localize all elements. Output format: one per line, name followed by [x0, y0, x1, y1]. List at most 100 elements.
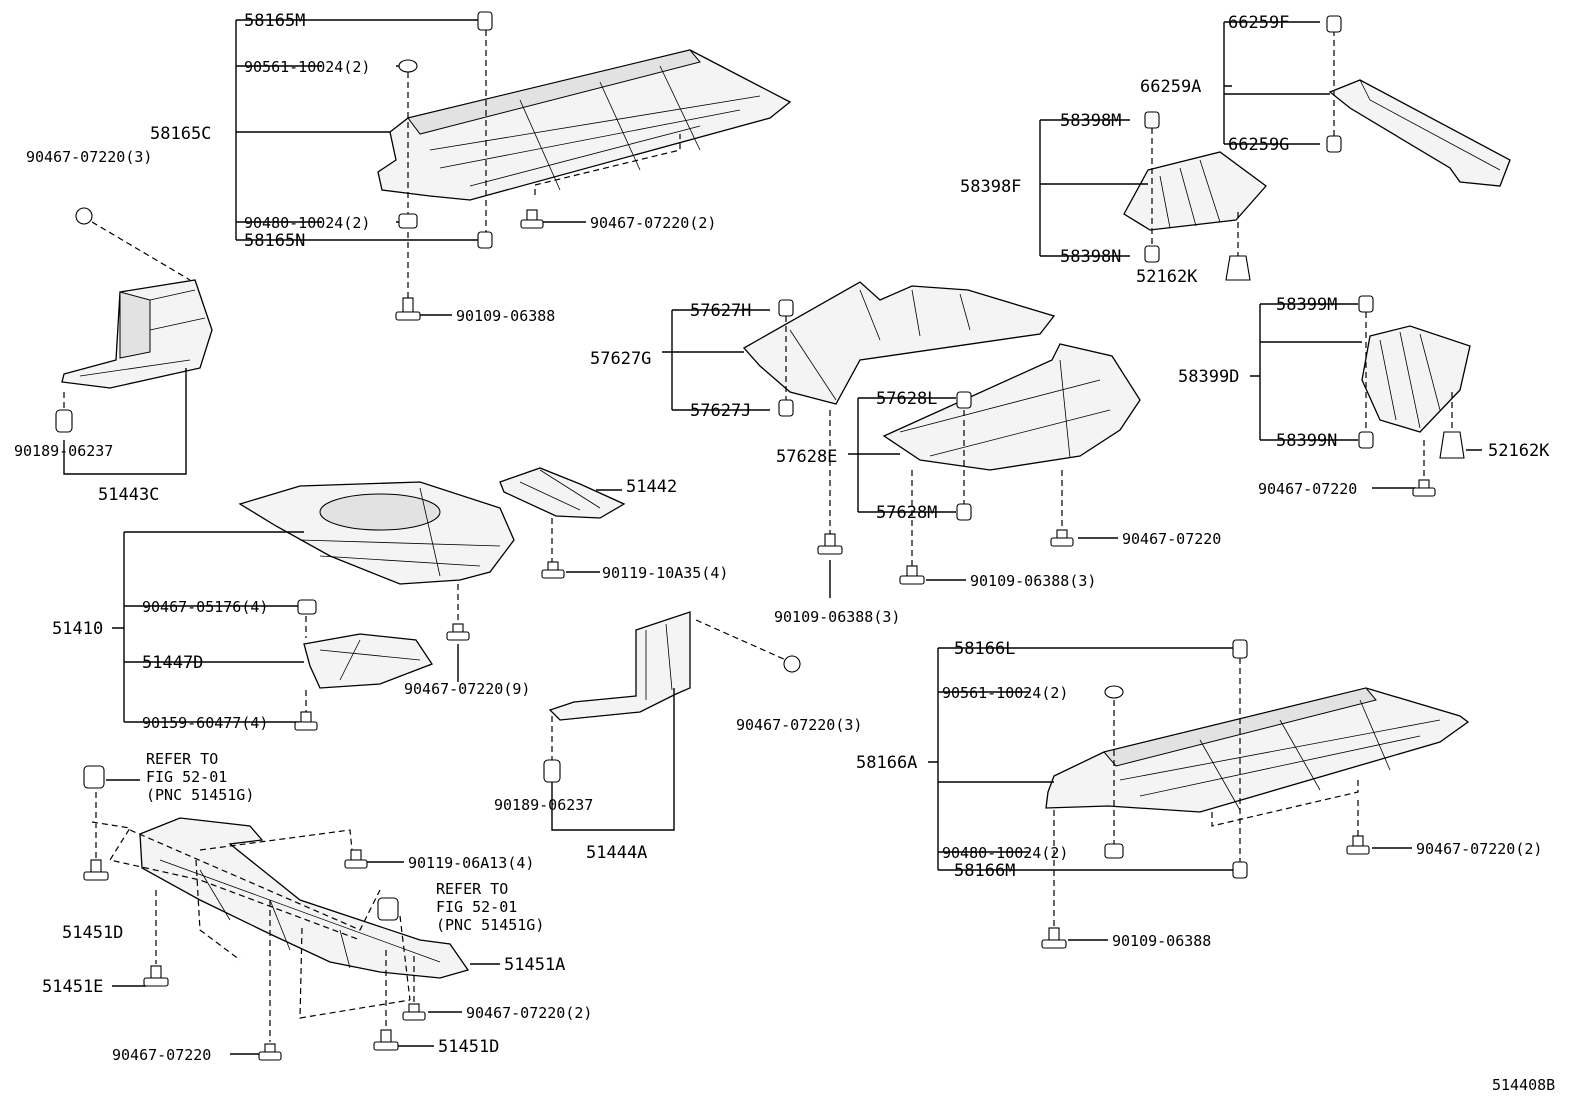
- label-90480-10024-b: 90480-10024(2): [942, 844, 1068, 862]
- label-90467-07220-d: 90467-07220: [112, 1046, 211, 1064]
- shield-58398f: [1123, 151, 1267, 231]
- label-51444a: 51444A: [586, 843, 647, 863]
- label-58399m: 58399M: [1276, 295, 1337, 315]
- leaders-51444a: [551, 619, 787, 831]
- push-clip-icon: [1232, 861, 1248, 879]
- label-90467-07220-2c: 90467-07220(2): [466, 1004, 592, 1022]
- label-90109-06388-a: 90109-06388: [456, 307, 555, 325]
- label-58399n: 58399N: [1276, 431, 1337, 451]
- push-clip-icon: [956, 391, 972, 409]
- label-90467-07220-b: 90467-07220: [1122, 530, 1221, 548]
- push-clip-icon: [1144, 245, 1160, 263]
- label-57628l: 57628L: [876, 389, 937, 409]
- push-clip-icon: [1144, 111, 1160, 129]
- leaders-66259a: [1223, 21, 1335, 145]
- label-90467-07220-2b: 90467-07220(2): [1416, 840, 1542, 858]
- shield-58399d: [1361, 325, 1471, 433]
- label-57627g: 57627G: [590, 349, 651, 369]
- flange-bolt-icon: [1050, 529, 1074, 547]
- label-90109-06388-3a: 90109-06388(3): [970, 572, 1096, 590]
- label-58165c: 58165C: [150, 124, 211, 144]
- label-51443c: 51443C: [98, 485, 159, 505]
- leaders-57627g: [662, 309, 787, 411]
- leaders-51451a: [91, 779, 500, 1055]
- label-51442: 51442: [626, 477, 677, 497]
- label-57628m: 57628M: [876, 503, 937, 523]
- cover-51444a: [548, 611, 691, 721]
- leaders-51443c: [63, 221, 191, 475]
- retainer-icon: [1439, 431, 1465, 459]
- label-51451a: 51451A: [504, 955, 565, 975]
- label-58398m: 58398M: [1060, 111, 1121, 131]
- label-66259g: 66259G: [1228, 135, 1289, 155]
- leaders-58166a: [928, 647, 1412, 941]
- label-52162k-b: 52162K: [1488, 441, 1550, 461]
- retainer-icon: [1104, 685, 1124, 699]
- label-51451d-b: 51451D: [438, 1037, 499, 1057]
- cover-51442: [499, 467, 626, 519]
- label-refer2-line3: (PNC 51451G): [436, 916, 544, 934]
- leaders-58399d: [1250, 303, 1482, 489]
- leaders-58398f: [1039, 119, 1239, 257]
- label-51447d: 51447D: [142, 653, 203, 673]
- label-refer2-line2: FIG 52-01: [436, 898, 517, 916]
- push-clip-icon: [1358, 431, 1374, 449]
- push-clip-icon: [1358, 295, 1374, 313]
- label-90109-06388-3b: 90109-06388(3): [774, 608, 900, 626]
- label-90467-05176: 90467-05176(4): [142, 598, 268, 616]
- label-58398f: 58398F: [960, 177, 1021, 197]
- cover-51443c: [61, 279, 213, 389]
- label-51451e: 51451E: [42, 977, 103, 997]
- cover-57627g: [742, 281, 1056, 405]
- flange-bolt-icon: [258, 1043, 282, 1061]
- flange-bolt-icon: [83, 859, 109, 881]
- flange-bolt-icon: [1412, 479, 1436, 497]
- flange-bolt-icon: [446, 623, 470, 641]
- flange-bolt-icon: [344, 849, 368, 869]
- label-refer1-line2: FIG 52-01: [146, 768, 227, 786]
- retainer-icon: [83, 765, 105, 789]
- flange-bolt-icon: [294, 711, 318, 731]
- label-66259a: 66259A: [1140, 77, 1201, 97]
- label-90467-07220-2a: 90467-07220(2): [590, 214, 716, 232]
- push-clip-icon: [1232, 639, 1248, 659]
- lower-cover-51447d: [303, 633, 433, 689]
- label-90189-06237-a: 90189-06237: [14, 442, 113, 460]
- push-clip-icon: [778, 299, 794, 317]
- flange-bolt-icon: [373, 1029, 399, 1051]
- flange-bolt-icon: [395, 297, 421, 321]
- label-90467-07220-c: 90467-07220: [1258, 480, 1357, 498]
- label-90561-10024-a: 90561-10024(2): [244, 58, 370, 76]
- push-clip-icon: [75, 207, 93, 225]
- flange-bolt-icon: [1041, 927, 1067, 949]
- leaders-57628e: [829, 397, 1118, 598]
- cover-57628e: [882, 343, 1141, 471]
- retainer-icon: [398, 59, 418, 73]
- label-58166l: 58166L: [954, 639, 1015, 659]
- nut-icon: [398, 213, 418, 229]
- label-57627h: 57627H: [690, 301, 751, 321]
- label-51410: 51410: [52, 619, 103, 639]
- push-clip-icon: [1326, 15, 1342, 33]
- label-58398n: 58398N: [1060, 247, 1121, 267]
- label-58165n: 58165N: [244, 231, 305, 251]
- label-refer1-line3: (PNC 51451G): [146, 786, 254, 804]
- retainer-icon: [377, 897, 399, 921]
- label-90119-06a13: 90119-06A13(4): [408, 854, 534, 872]
- label-52162k-a: 52162K: [1136, 267, 1198, 287]
- label-refer1-line1: REFER TO: [146, 750, 218, 768]
- under-cover-58165c: [377, 49, 792, 201]
- retainer-icon: [55, 409, 73, 433]
- under-cover-58166a: [1045, 687, 1470, 827]
- label-90561-10024-b: 90561-10024(2): [942, 684, 1068, 702]
- label-90467-07220-9: 90467-07220(9): [404, 680, 530, 698]
- push-clip-icon: [778, 399, 794, 417]
- retainer-icon: [543, 759, 561, 783]
- label-refer2-line1: REFER TO: [436, 880, 508, 898]
- push-clip-icon: [956, 503, 972, 521]
- label-51451d-a: 51451D: [62, 923, 123, 943]
- push-clip-icon: [783, 655, 801, 673]
- label-57628e: 57628E: [776, 447, 837, 467]
- label-57627j: 57627J: [690, 401, 751, 421]
- label-90480-10024-a: 90480-10024(2): [244, 214, 370, 232]
